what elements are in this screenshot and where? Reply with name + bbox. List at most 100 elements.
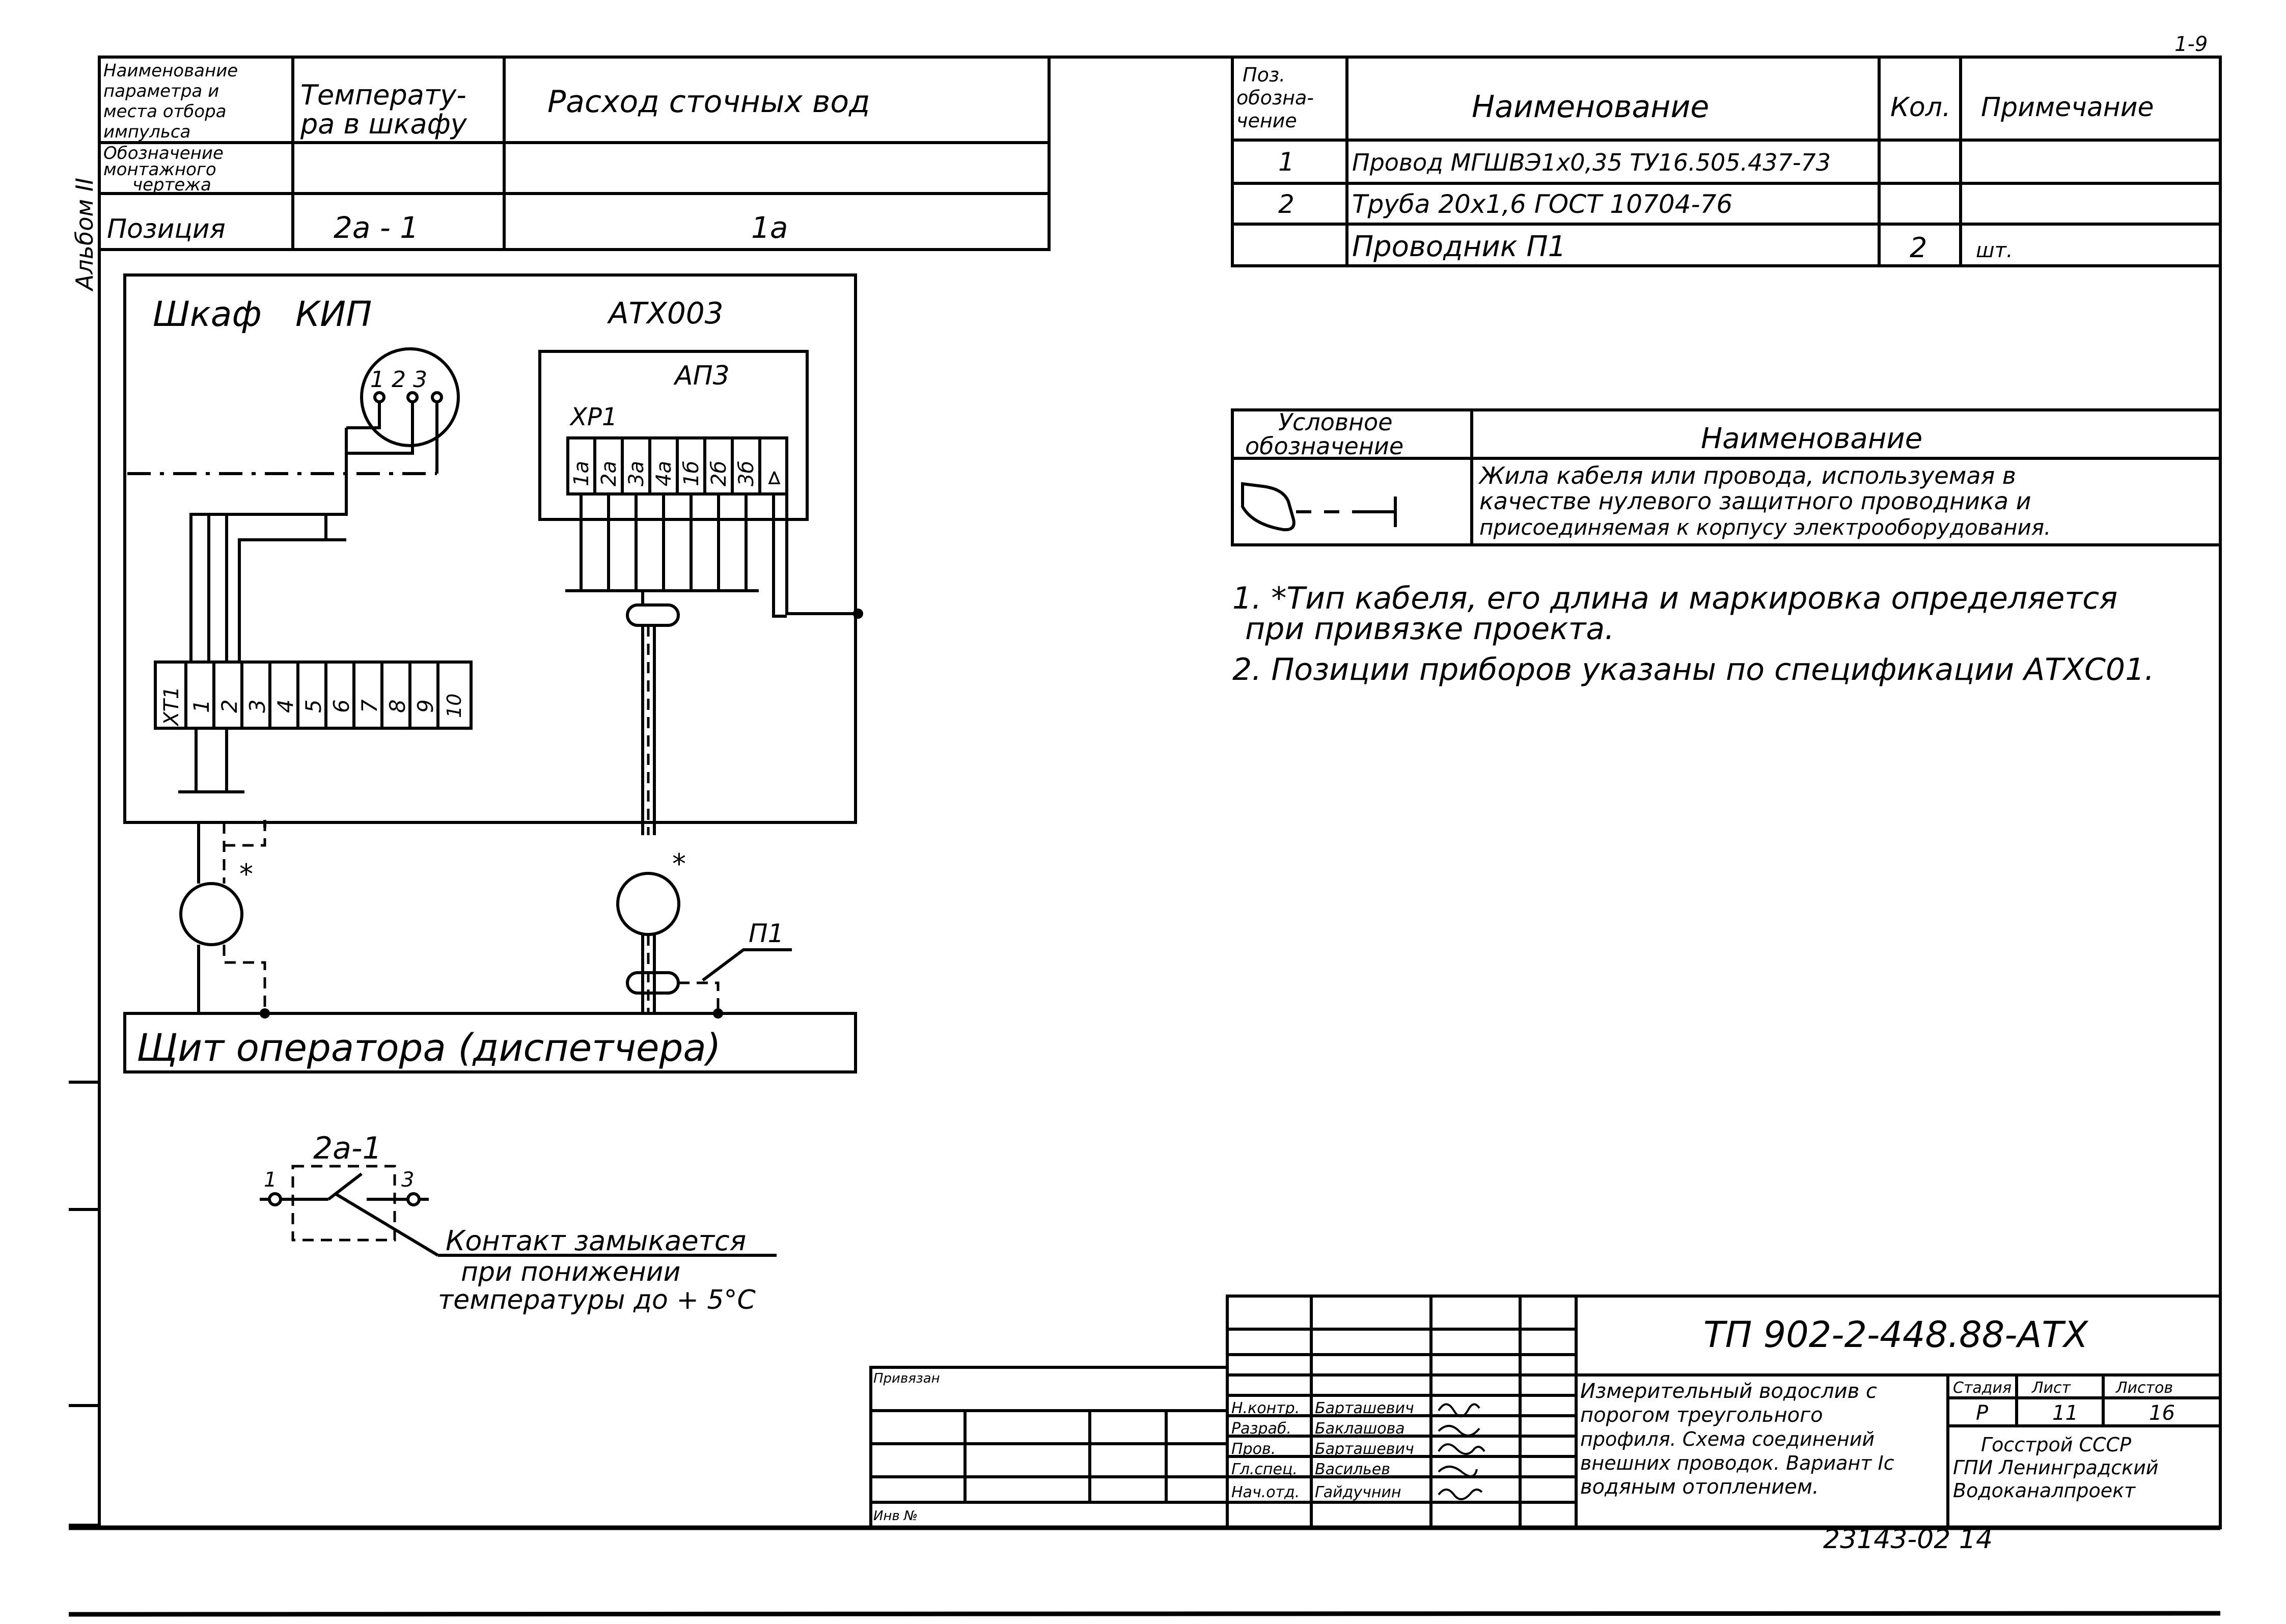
stage-header: Стадия [1953,1379,2012,1397]
switch-caption-3: температуры до + 5°С [438,1285,756,1315]
operator-panel: Щит оператора (диспетчера) [123,1012,857,1074]
xt1-terminal-3: 3 [245,699,270,713]
wire-label-p1: П1 [749,919,784,948]
flow-position: 1а [751,210,788,245]
xp1-pin-6: 2б [707,461,731,486]
spec-qty-header: Кол. [1890,92,1951,123]
switch-caption-2: при понижении [461,1257,680,1287]
tb-desc-1: Измерительный водослив с [1580,1380,1877,1403]
legend-symbol-header-1: Условное [1278,408,1393,436]
relay-pins: 1 2 3 [370,367,427,393]
xp1-pin-3: 3а [625,461,648,486]
notes: 1. *Тип кабеля, его длина и маркировка о… [1232,581,2154,687]
spec-table: Поз. обозна- чение Наименование Кол. При… [1231,56,2222,267]
param-header-line-4: импульса [103,122,190,142]
spec-row-2-pos: 2 [1278,189,1295,219]
legend-table: Условное обозначение Наименование Жила к… [1231,408,2222,546]
sensor-2-asterisk: * [672,848,686,880]
sheet-frame: 1-9 Альбом II [68,33,2222,1617]
connector-label: ХР1 [569,403,617,431]
switch-caption-1: Контакт замыкается [446,1225,746,1257]
temp-header-line-1: Температу- [300,79,466,111]
xt1-terminal-7: 7 [357,699,382,713]
staff-name-2: Баклашова [1315,1420,1405,1438]
temp-position: 2а - 1 [334,210,419,245]
staff-role-5: Нач.отд. [1231,1483,1300,1501]
staff-role-2: Разраб. [1231,1420,1291,1438]
sheets-value: 16 [2149,1401,2175,1425]
note-1-cont: при привязке проекта. [1245,611,1614,647]
mount-drawing-line-1: Обозначение [103,143,224,163]
xt1-terminal-5: 5 [301,699,326,713]
cabinet-title-left: Шкаф [153,294,262,335]
flow-sensor: * П1 [616,848,792,1019]
switch-label: 2а-1 [313,1131,382,1166]
spec-note-header: Примечание [1981,92,2154,123]
xp1-pin-8: ⊳ [762,469,786,486]
legend-desc-2: качестве нулевого защитного проводника и [1479,487,2031,515]
org-line-2: ГПИ Ленинградский [1953,1456,2158,1479]
unit-title: АТХ003 [607,296,724,331]
doc-code: ТП 902-2-448.88-АТХ [1703,1314,2089,1356]
xt1-terminal-4: 4 [273,699,298,713]
xp1-wires [565,494,863,619]
flow-header: Расход сточных вод [547,84,870,120]
flow-cable [626,591,680,835]
title-block: Привязан Инв № Н.контр. Барташевич Разра… [869,1295,2222,1555]
staff-role-4: Гл.спец. [1231,1461,1298,1478]
spec-row-3-note: шт. [1976,239,2013,262]
spec-row-1-pos: 1 [1278,147,1295,177]
xt1-terminal-10: 10 [443,694,465,718]
xt1-terminal-8: 8 [385,699,410,713]
param-header-line-1: Наименование [103,61,238,81]
operator-panel-label: Щит оператора (диспетчера) [136,1026,721,1070]
parameter-table: Наименование параметра и места отбора им… [98,56,1051,251]
xp1-pin-1: 1а [570,461,593,486]
spec-row-2-name: Труба 20х1,6 ГОСТ 10704-76 [1352,189,1732,219]
atx003-unit: АТХ003 АП3 ХР1 1а 2а 3а 4а 1б 2б 3б ⊳ [538,296,863,835]
legend-name-header: Наименование [1701,422,1922,455]
sheet-value: 11 [2052,1401,2078,1425]
temperature-sensor: * [179,820,270,1019]
xt1-terminal-1: 1 [189,699,214,713]
tb-desc-4: внешних проводок. Вариант Iс [1580,1452,1894,1474]
temperature-relay: 1 2 3 [127,347,460,475]
switch-pin-right: 3 [401,1168,414,1192]
staff-name-1: Барташевич [1315,1399,1414,1417]
tb-desc-2: порогом треугольного [1580,1403,1823,1427]
terminal-block-xt1: ХТ1 1 2 3 4 5 6 7 8 9 10 [154,591,473,793]
sensor-1-asterisk: * [239,858,253,890]
org-line-1: Госстрой СССР [1981,1434,2131,1456]
cabinet-title-right: КИП [295,294,372,335]
mount-drawing-line-2: монтажного [103,159,216,180]
ground-wire-symbol [1241,482,1397,532]
module-label: АП3 [673,361,730,391]
spec-pos-header-1: Поз. [1243,64,1285,86]
param-header-line-2: параметра и [103,81,219,101]
xt1-terminal-6: 6 [329,699,354,713]
spec-name-header: Наименование [1472,89,1709,125]
mount-drawing-line-3: чертежа [132,175,211,195]
xp1-pin-7: 3б [735,461,758,486]
legend-symbol-header-2: обозначение [1245,432,1403,460]
spec-row-3-qty: 2 [1910,232,1927,264]
top-right-mark: 1-9 [2174,33,2208,56]
staff-name-4: Васильев [1315,1461,1390,1478]
legend-desc-1: Жила кабеля или провода, используемая в [1478,462,2016,489]
switch-symbol: 2а-1 1 3 Контакт замыкается при понижени… [260,1131,777,1315]
staff-role-1: Н.контр. [1231,1399,1300,1417]
doc-number: 23143-02 14 [1823,1524,1993,1555]
binding-label: Привязан [873,1371,940,1386]
spec-pos-header-3: чение [1236,109,1297,132]
note-1: 1. *Тип кабеля, его длина и маркировка о… [1232,581,2117,616]
xt1-terminal-2: 2 [217,699,242,713]
sheet-header: Лист [2031,1379,2072,1397]
staff-name-5: Гайдучнин [1315,1483,1401,1501]
staff-name-3: Барташевич [1315,1440,1414,1458]
param-header-line-3: места отбора [103,101,227,122]
spec-row-3-name: Проводник П1 [1352,230,1566,263]
album-label: Альбом II [71,178,98,292]
legend-desc-3: присоединяемая к корпусу электрооборудов… [1479,515,2051,540]
position-label: Позиция [107,214,226,244]
